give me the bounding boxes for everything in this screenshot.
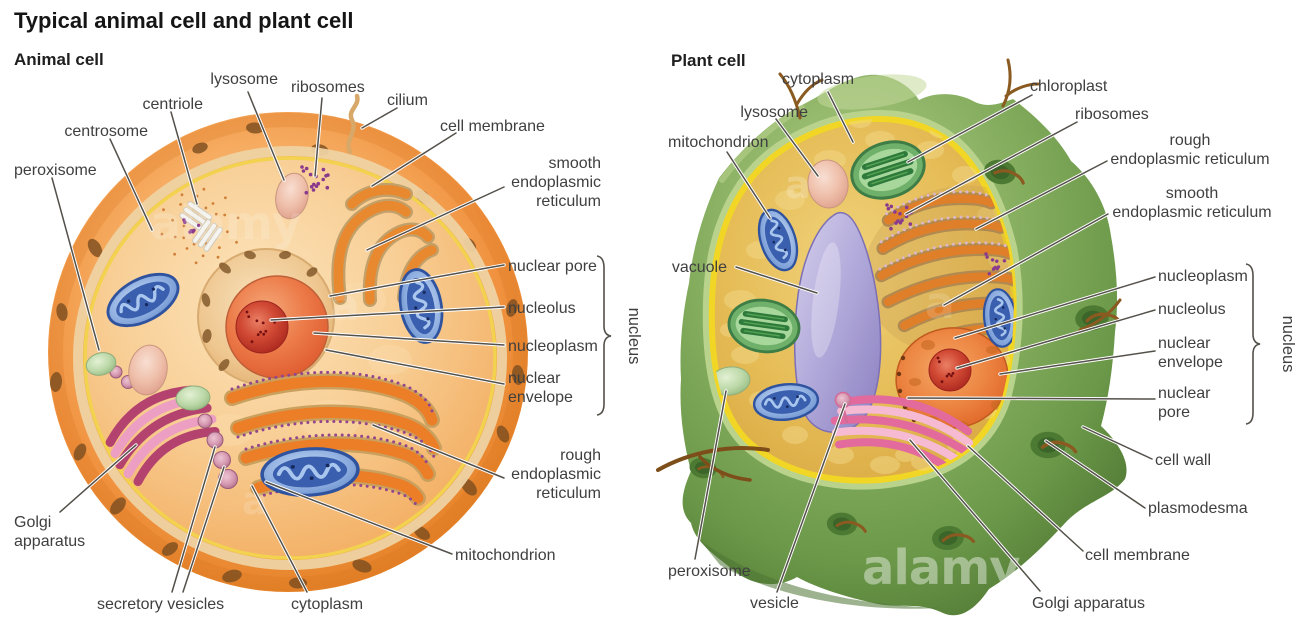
- watermark-letter: a: [330, 280, 360, 331]
- animal-cell-illustration: [48, 93, 528, 592]
- animal-nucleolus: [235, 300, 289, 354]
- animal-ribosomes: [182, 218, 201, 234]
- animal-nucleus: [197, 248, 335, 386]
- plant-cell-illustration: [656, 58, 1127, 616]
- animal-peroxisome: [85, 352, 117, 376]
- animal-peroxisome: [175, 385, 211, 411]
- watermark-alamy: alamy: [150, 196, 302, 250]
- animal-lysosome: [275, 172, 309, 220]
- plant-cell-heading: Plant cell: [671, 51, 746, 70]
- watermark-letter: a: [785, 163, 811, 207]
- animal-cell-heading: Animal cell: [14, 50, 104, 69]
- plant-nucleolus: [928, 348, 972, 392]
- plant-peroxisome: [711, 366, 751, 396]
- plant-golgi-apparatus: [830, 395, 975, 478]
- animal-cilium: [346, 93, 360, 155]
- watermark-letter: a: [242, 479, 268, 523]
- plant-vesicle: [834, 391, 852, 409]
- page-title: Typical animal cell and plant cell: [14, 8, 354, 33]
- animal-vesicle-body: [128, 344, 168, 396]
- animal-nuclear-pores: [201, 250, 318, 371]
- watermark-letter: a: [925, 278, 955, 329]
- watermark-alamy: alamy: [862, 540, 1021, 596]
